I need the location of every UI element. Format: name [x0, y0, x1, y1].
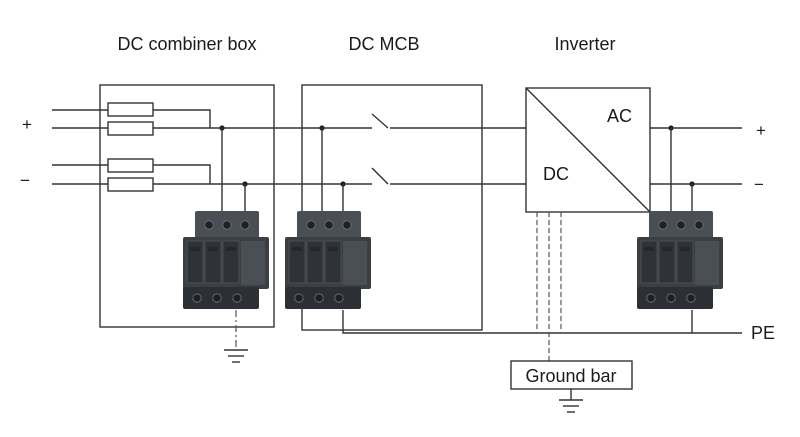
fuse-icon — [107, 102, 154, 117]
switch-contact-icon — [371, 167, 389, 185]
dc-combiner-box-enclosure — [99, 84, 275, 328]
ac-minus-symbol: − — [754, 175, 764, 194]
ground-bar-label: Ground bar — [525, 366, 616, 386]
dc-plus-symbol: + — [22, 115, 32, 134]
ground-symbol-icon — [559, 399, 583, 413]
fuse-icon — [107, 158, 154, 173]
pe-label: PE — [751, 323, 775, 343]
label-dc-mcb: DC MCB — [349, 34, 420, 54]
ac-spd-icon — [636, 210, 724, 310]
dc-minus-symbol: − — [20, 171, 30, 190]
fuse-icon — [107, 121, 154, 136]
label-dc-combiner-box: DC combiner box — [117, 34, 256, 54]
combiner-spd-icon — [182, 210, 270, 310]
mcb-spd-icon — [284, 210, 372, 310]
inverter-ac-label: AC — [607, 106, 632, 126]
label-inverter: Inverter — [554, 34, 615, 54]
inverter-box — [525, 87, 651, 213]
switch-contact-icon — [371, 113, 389, 129]
dc-mcb-enclosure — [301, 84, 483, 331]
fuse-icon — [107, 177, 154, 192]
ac-plus-symbol: + — [756, 121, 766, 140]
inverter-dc-label: DC — [543, 164, 569, 184]
ground-symbol-icon — [224, 349, 248, 363]
